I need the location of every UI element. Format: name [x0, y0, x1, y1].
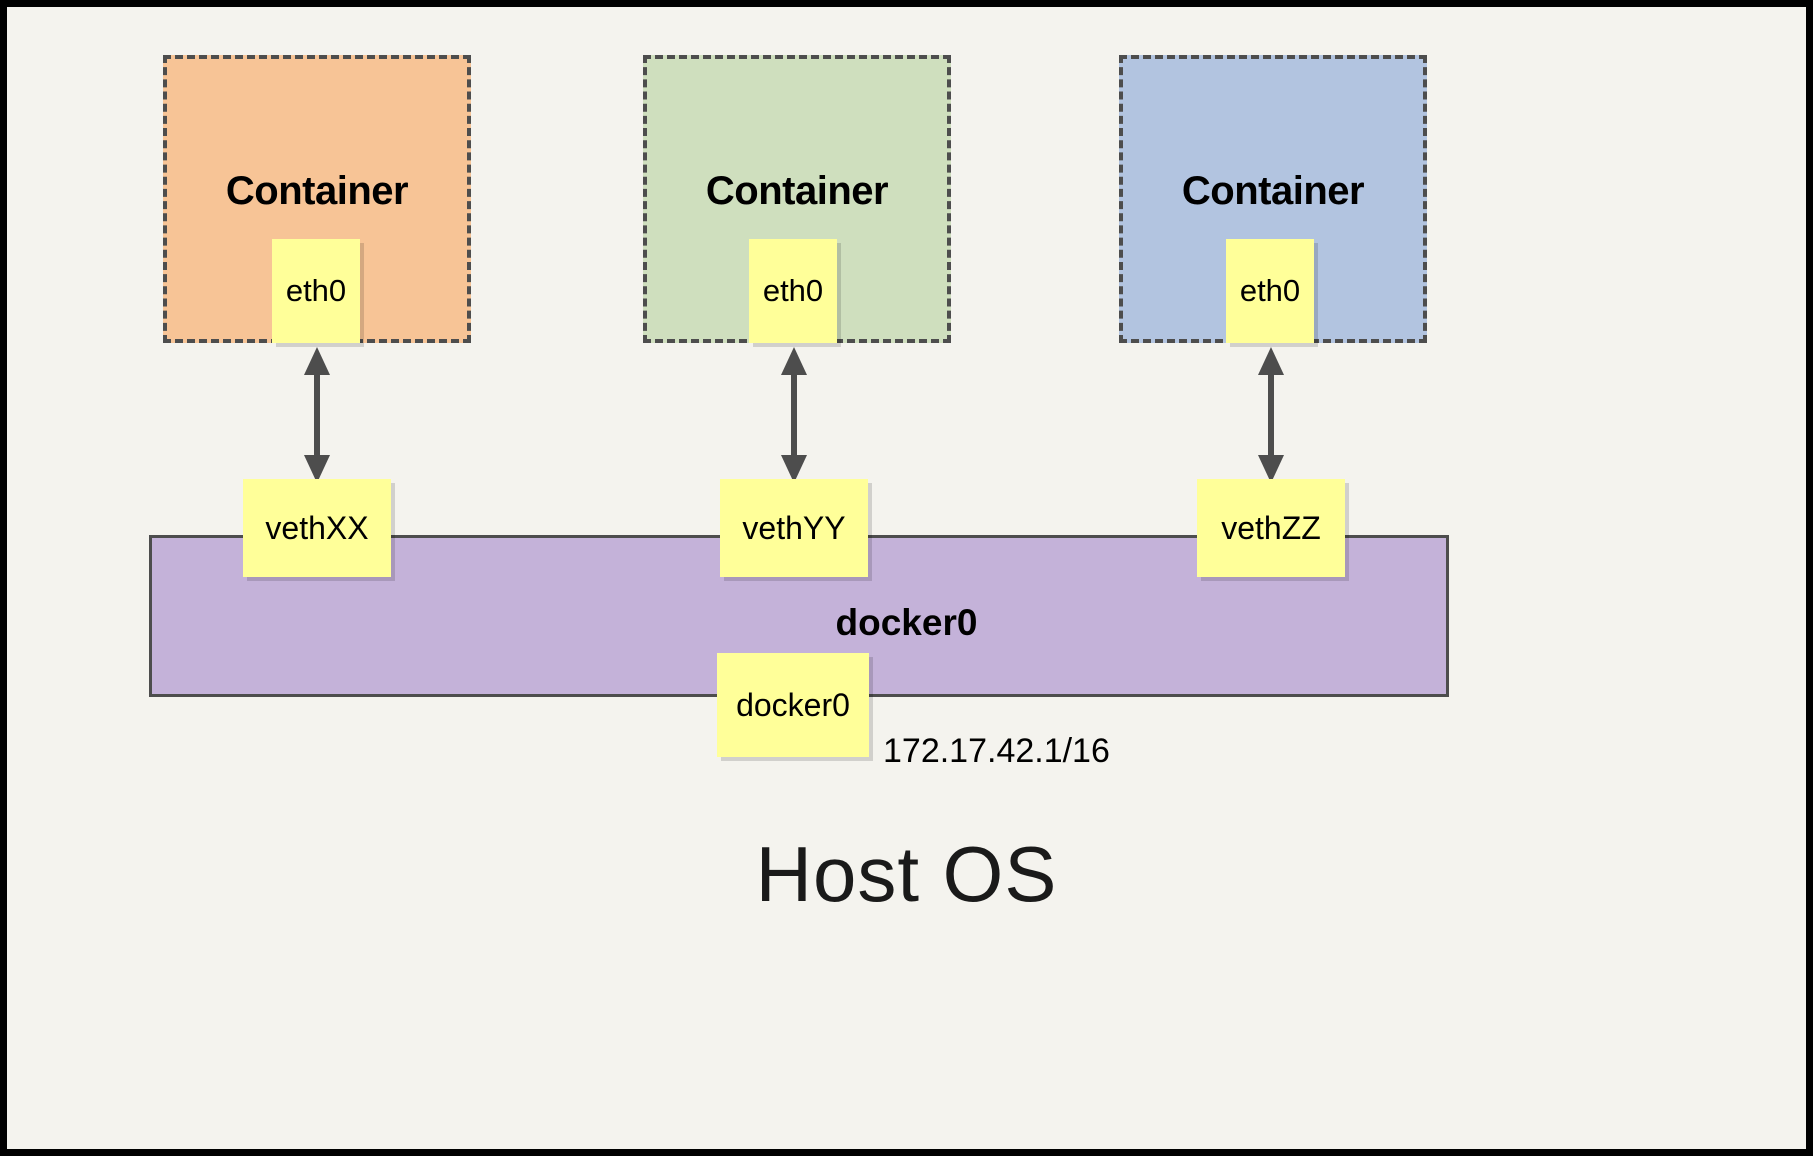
container-title-1: Container: [225, 169, 409, 213]
eth0-box-1: eth0: [272, 239, 360, 343]
container-title-3: Container: [1181, 169, 1365, 213]
docker0-bridge-label: docker0: [835, 602, 978, 643]
veth-link-arrow-3: [1258, 347, 1284, 483]
host-os-label: Host OS: [755, 830, 1058, 918]
container-title-2: Container: [705, 169, 889, 213]
docker0-interface-box: docker0: [717, 653, 869, 757]
eth0-box-3: eth0: [1226, 239, 1314, 343]
veth-box-3: vethZZ: [1197, 479, 1345, 577]
eth0-box-2: eth0: [749, 239, 837, 343]
veth-link-arrow-2: [781, 347, 807, 483]
veth-link-arrow-1: [304, 347, 330, 483]
veth-box-1: vethXX: [243, 479, 391, 577]
veth-box-2: vethYY: [720, 479, 868, 577]
docker0-ip-label: 172.17.42.1/16: [883, 732, 1110, 770]
